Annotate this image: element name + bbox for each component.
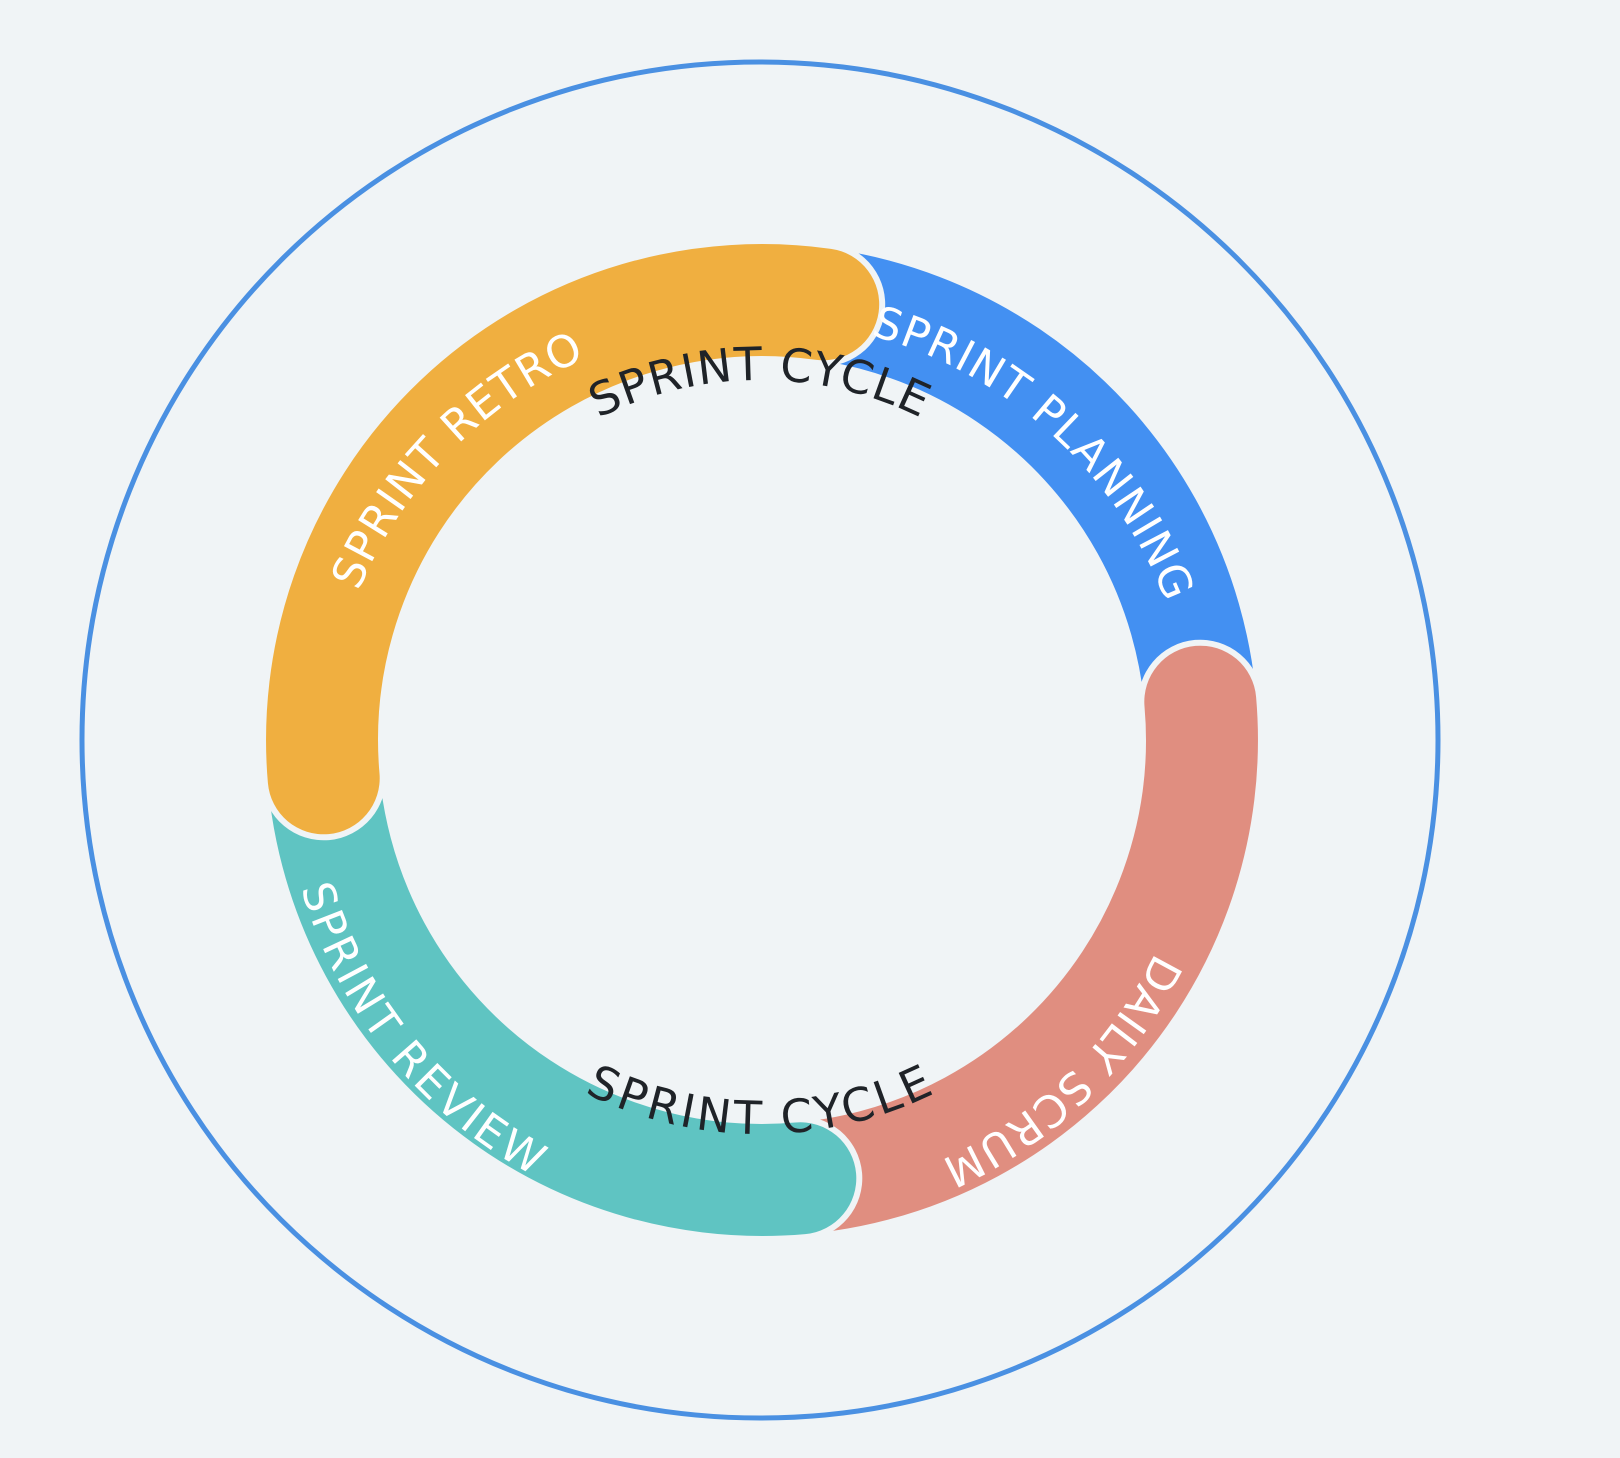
outer-ring — [79, 59, 1441, 1421]
segment-retro — [266, 244, 880, 835]
phase-segments — [260, 238, 1264, 1242]
